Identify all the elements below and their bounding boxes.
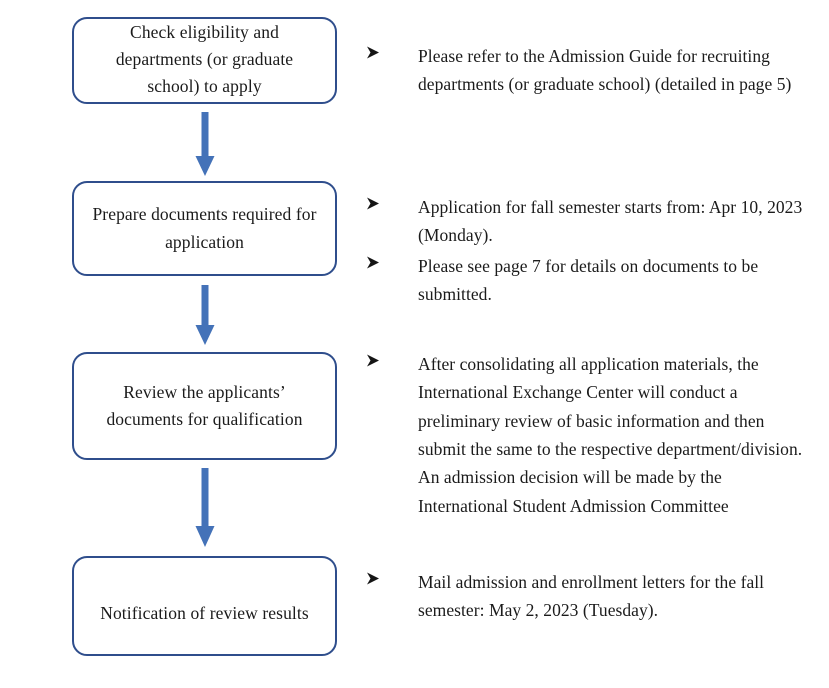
arrowhead-bullet-icon [366,568,418,585]
arrowhead-bullet-glyph [367,354,379,367]
note-text: Mail admission and enrollment letters fo… [418,572,765,621]
connector-arrow-down-1 [190,112,220,178]
note-item: Mail admission and enrollment letters fo… [366,568,814,625]
process-box-check-eligibility: Check eligibility and departments (or gr… [72,17,337,104]
note-group-step-4: Mail admission and enrollment letters fo… [366,568,814,627]
process-box-review-documents: Review the applicants’ documents for qua… [72,352,337,460]
arrowhead-bullet-glyph [367,256,379,269]
arrowhead-bullet-icon [366,350,418,367]
down-arrow-icon [195,112,215,176]
process-box-label: Check eligibility and departments (or gr… [115,21,294,97]
process-box-label: Review the applicants’ documents for qua… [106,381,303,429]
process-box-prepare-documents: Prepare documents required for applicati… [72,181,337,276]
note-item: Please refer to the Admission Guide for … [366,42,814,99]
process-box-label: Notification of review results [100,603,309,624]
process-box-label: Prepare documents required for applicati… [92,204,317,252]
note-text: Please see page 7 for details on documen… [418,255,759,305]
arrowhead-bullet-glyph [367,572,379,585]
note-text: Please refer to the Admission Guide for … [418,46,792,95]
note-text: After consolidating all application mate… [418,354,803,516]
arrowhead-bullet-icon [366,42,418,59]
note-item: Application for fall semester starts fro… [366,193,814,250]
arrowhead-bullet-glyph [367,197,379,210]
down-arrow-icon [195,285,215,345]
note-item: After consolidating all application mate… [366,350,814,520]
down-arrow-icon [195,468,215,547]
arrowhead-bullet-icon [366,193,418,210]
note-group-step-2: Application for fall semester starts fro… [366,193,814,310]
note-group-step-1: Please refer to the Admission Guide for … [366,42,814,101]
arrowhead-bullet-glyph [367,46,379,59]
note-group-step-3: After consolidating all application mate… [366,350,814,522]
process-box-notification-results: Notification of review results [72,556,337,656]
note-text: Application for fall semester starts fro… [418,197,803,246]
arrowhead-bullet-icon [366,252,418,269]
connector-arrow-down-3 [190,468,220,550]
connector-arrow-down-2 [190,285,220,347]
note-item: Please see page 7 for details on documen… [366,252,814,309]
